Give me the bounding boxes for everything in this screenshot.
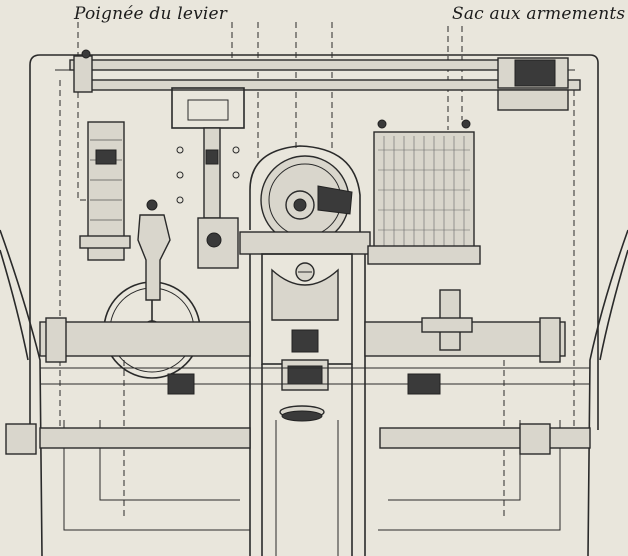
trail xyxy=(249,254,366,556)
label-bag: Sac aux armements xyxy=(452,4,626,24)
right-bag xyxy=(367,119,481,265)
label-lever-handle: Poignée du levier xyxy=(74,4,228,24)
breech-mechanism xyxy=(239,145,371,419)
axle xyxy=(5,289,591,455)
left-magazine xyxy=(79,121,131,261)
lever-bar xyxy=(69,49,581,111)
bracket-plate xyxy=(171,87,245,269)
maker-plate xyxy=(281,410,323,422)
